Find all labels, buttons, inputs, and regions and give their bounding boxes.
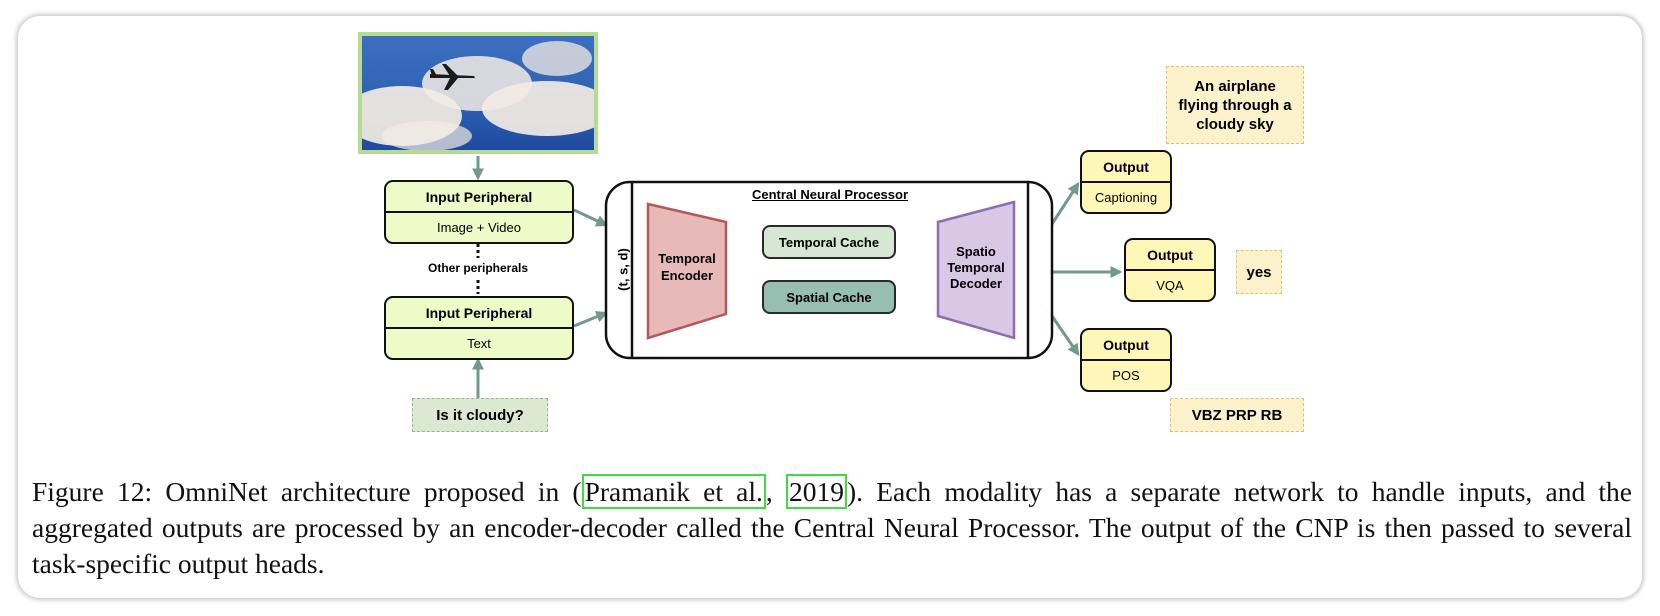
temporal-encoder-label: Temporal Encoder	[658, 251, 716, 283]
citation-author-link[interactable]: Pramanik et al.	[581, 474, 766, 509]
input-peripheral-label: Image + Video	[437, 220, 521, 235]
output-label: Captioning	[1094, 190, 1158, 205]
caption-suffix: ). Each modality has a separate network …	[32, 476, 1632, 579]
temporal-cache: Temporal Cache	[762, 225, 896, 259]
input-image	[358, 32, 598, 154]
other-peripherals-label: Other peripherals	[427, 261, 529, 275]
airplane-icon	[430, 64, 475, 90]
output-title: Output	[1082, 152, 1170, 183]
output-label: VQA	[1156, 278, 1184, 293]
vqa-result: yes	[1236, 250, 1282, 294]
pos-result: VBZ PRP RB	[1170, 398, 1304, 432]
caption-result: An airplane flying through a cloudy sky	[1166, 66, 1304, 144]
input-peripheral-label: Text	[467, 336, 491, 351]
input-peripheral-image: Input Peripheral Image + Video	[384, 180, 574, 244]
spatial-cache: Spatial Cache	[762, 280, 896, 314]
input-peripheral-title: Input Peripheral	[386, 298, 572, 329]
figure-caption: Figure 12: OmniNet architecture proposed…	[32, 474, 1632, 582]
input-peripheral-text: Input Peripheral Text	[384, 296, 574, 360]
output-vqa: Output VQA	[1124, 238, 1216, 302]
caption-comma: ,	[765, 476, 786, 507]
citation-year-link[interactable]: 2019	[785, 474, 847, 509]
output-label: POS	[1112, 368, 1140, 383]
output-captioning: Output Captioning	[1080, 150, 1172, 214]
input-peripheral-title: Input Peripheral	[386, 182, 572, 213]
output-pos: Output POS	[1080, 328, 1172, 392]
output-title: Output	[1082, 330, 1170, 361]
caption-prefix: Figure 12: OmniNet architecture proposed…	[32, 476, 582, 507]
decoder-label: Spatio Temporal Decoder	[947, 244, 1005, 291]
question-note: Is it cloudy?	[412, 398, 548, 432]
cnp-title: Central Neural Processor	[751, 187, 909, 202]
tsd-label: (t, s, d)	[615, 248, 631, 291]
output-title: Output	[1126, 240, 1214, 271]
